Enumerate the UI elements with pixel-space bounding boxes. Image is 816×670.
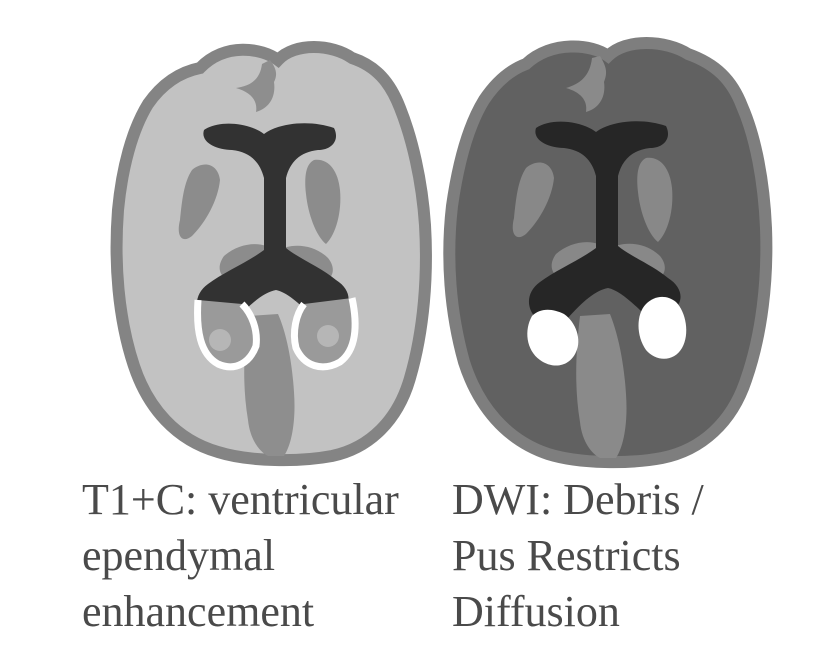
lateral-ventricles [196, 123, 349, 320]
dwi-caption-line: Diffusion [452, 587, 620, 636]
right-deep-gray-nucleus [305, 159, 341, 244]
t1c-caption-line: ependymal [82, 531, 276, 580]
lateral-ventricles [528, 121, 681, 318]
t1c-caption-line: enhancement [82, 587, 315, 636]
dwi-caption-line: DWI: Debris / [452, 475, 704, 524]
anterior-fissure [566, 56, 607, 112]
t1c-brain-panel [110, 41, 432, 467]
dwi-brain-panel [443, 37, 773, 469]
posterior-fissure [576, 314, 627, 458]
left-horn-debris [209, 329, 231, 351]
right-horn-debris [317, 325, 339, 347]
left-deep-gray-nucleus [512, 162, 554, 238]
anterior-fissure [236, 60, 277, 112]
right-restricted-debris [638, 296, 687, 359]
left-deep-gray-nucleus [178, 164, 220, 240]
left-restricted-debris [527, 309, 579, 366]
t1c-caption: T1+C: ventricular ependymal enhancement [82, 472, 399, 640]
right-deep-gray-nucleus [637, 157, 673, 242]
t1c-caption-line: T1+C: ventricular [82, 475, 399, 524]
dwi-caption-line: Pus Restricts [452, 531, 681, 580]
dwi-caption: DWI: Debris / Pus Restricts Diffusion [452, 472, 704, 640]
